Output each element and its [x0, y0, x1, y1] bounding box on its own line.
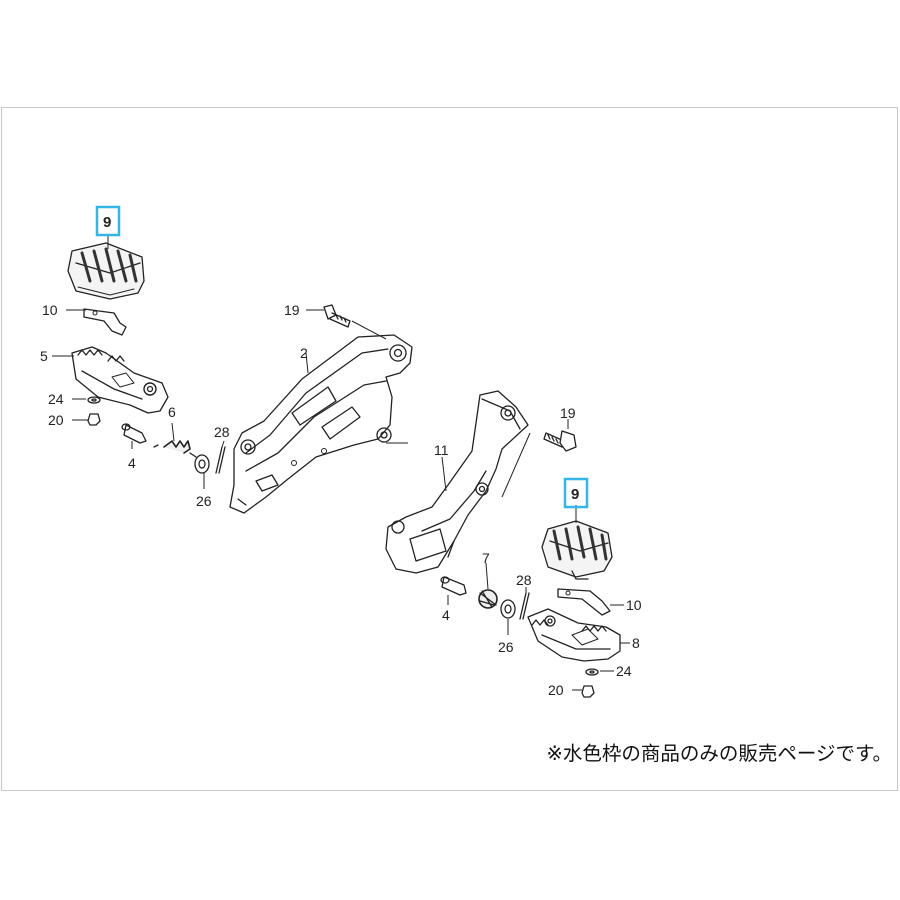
cotter-pin-28-left — [215, 446, 226, 474]
label-part-8: 8 — [632, 635, 640, 651]
label-part-19-top: 19 — [284, 302, 300, 318]
plate-right — [557, 588, 611, 616]
label-part-5: 5 — [40, 348, 48, 364]
arm-11-right — [385, 390, 529, 574]
highlight-box-right — [563, 477, 589, 509]
washer-24-left — [87, 396, 101, 404]
label-part-20-left: 20 — [48, 412, 64, 428]
label-part-26-right: 26 — [498, 639, 514, 655]
label-part-11: 11 — [434, 442, 449, 458]
bolt-20-right — [581, 685, 595, 698]
sales-note: ※水色枠の商品のみの販売ページです。 — [546, 742, 893, 765]
label-part-28-left: 28 — [214, 424, 230, 440]
bolt-19-top — [323, 304, 351, 328]
label-part-2: 2 — [300, 345, 308, 361]
label-part-19-right: 19 — [560, 405, 576, 421]
plate-left — [83, 308, 127, 336]
bracket-2-left — [229, 334, 413, 514]
footpeg-rubber-left — [67, 242, 145, 300]
leader-lines — [52, 235, 630, 691]
footpeg-body-left — [71, 346, 169, 414]
washer-26-right — [500, 599, 516, 619]
label-part-9-left: 9 — [103, 214, 111, 231]
spring-7-right — [478, 589, 498, 609]
label-part-10-left: 10 — [42, 302, 58, 318]
label-part-4-left: 4 — [128, 455, 136, 471]
label-part-20-right: 20 — [548, 682, 564, 698]
label-part-9-right: 9 — [571, 486, 579, 503]
spring-6-left — [153, 440, 197, 458]
bolt-19-right — [543, 430, 577, 452]
label-part-24-right: 24 — [616, 663, 632, 679]
parts-diagram-frame: 9 10 5 24 20 4 6 28 26 19 2 11 19 9 7 28… — [1, 107, 898, 791]
bolt-20-left — [87, 413, 101, 426]
pin-4-right — [440, 576, 467, 596]
label-part-7: 7 — [482, 550, 490, 566]
highlight-box-left — [95, 205, 121, 237]
pin-4-left — [121, 423, 147, 444]
washer-24-right — [585, 668, 599, 676]
label-part-28-right: 28 — [516, 572, 532, 588]
parts-diagram: 9 10 5 24 20 4 6 28 26 19 2 11 19 9 7 28… — [40, 205, 642, 698]
washer-26-left — [194, 454, 210, 474]
label-part-26-left: 26 — [196, 493, 212, 509]
footpeg-body-right — [527, 608, 621, 662]
cotter-pin-28-right — [519, 592, 530, 620]
label-part-6: 6 — [168, 404, 176, 420]
label-part-24-left: 24 — [48, 391, 64, 407]
label-part-4-right: 4 — [442, 607, 450, 623]
label-part-10-right: 10 — [626, 597, 642, 613]
footpeg-rubber-right — [541, 520, 613, 580]
